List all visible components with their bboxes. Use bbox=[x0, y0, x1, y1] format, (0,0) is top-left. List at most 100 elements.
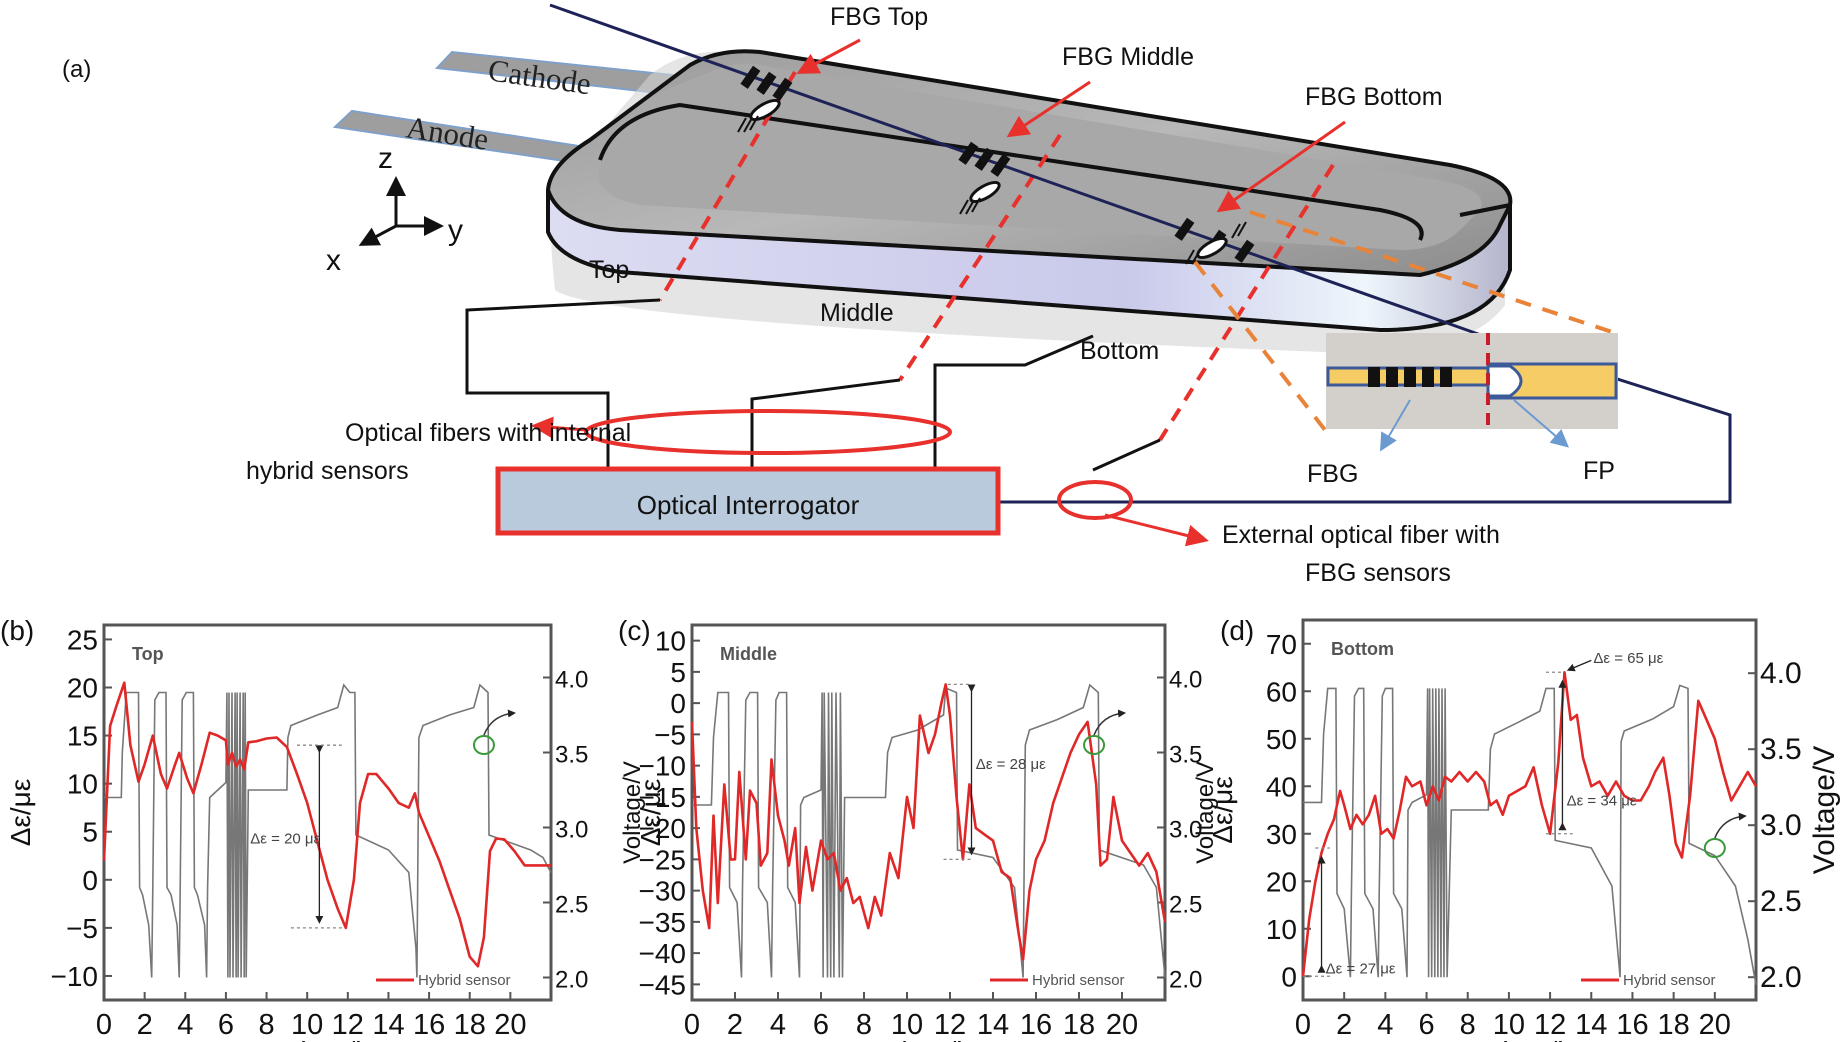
y-tick-label: 15 bbox=[67, 721, 98, 752]
y2-axis-label: Voltage/V bbox=[1808, 746, 1841, 874]
x-tick-label: 16 bbox=[413, 1009, 445, 1041]
y-tick-label: −25 bbox=[639, 844, 687, 875]
voltage-axis-marker bbox=[1703, 838, 1726, 858]
fbg-middle-callout: FBG Middle bbox=[1006, 43, 1194, 138]
annotation-text: Δε = 27 με bbox=[1326, 960, 1396, 977]
panel-a: (a) Cathode Anode bbox=[62, 3, 1732, 587]
annotation-text: Δε = 20 με bbox=[250, 830, 320, 847]
hybrid-sensors bbox=[749, 98, 1228, 260]
y-tick-label: −10 bbox=[51, 961, 99, 992]
sensor-inset: FBG FP bbox=[1307, 333, 1618, 488]
fbg-top-callout: FBG Top bbox=[796, 3, 928, 74]
panel-label-b: (b) bbox=[0, 615, 34, 646]
x-tick-label: 20 bbox=[1699, 1009, 1731, 1041]
x-axis-label: Time/h bbox=[885, 1037, 973, 1042]
annotations: Δε = 27 με Δε = 65 με Δε = 34 με bbox=[1303, 650, 1664, 977]
x-tick-label: 4 bbox=[1377, 1009, 1393, 1041]
y-tick-label: −30 bbox=[639, 876, 687, 907]
annotations: Δε = 28 με bbox=[943, 683, 1046, 861]
fbg-bottom-label: FBG Bottom bbox=[1305, 83, 1443, 111]
x-tick-label: 4 bbox=[770, 1009, 786, 1041]
y-tick-label: 40 bbox=[1266, 771, 1297, 802]
y-axis-label: Δε/με bbox=[1207, 776, 1238, 844]
chart-title: Middle bbox=[720, 644, 777, 664]
annotations: Δε = 20 με bbox=[250, 744, 344, 929]
annotation-text: Δε = 65 με bbox=[1593, 650, 1663, 667]
y-tick-label: 10 bbox=[67, 769, 98, 800]
y2-axis-label: Voltage/V bbox=[619, 761, 646, 864]
legend-label: Hybrid sensor bbox=[1032, 972, 1125, 989]
x-axis-label: x bbox=[326, 244, 341, 277]
y2-tick-label: 2.0 bbox=[1760, 961, 1802, 994]
x-tick-label: 18 bbox=[1658, 1009, 1690, 1041]
x-tick-label: 0 bbox=[96, 1009, 112, 1041]
x-tick-label: 12 bbox=[1534, 1009, 1566, 1041]
chart-c: (c)Middle02468101214161820Time/h−45−40−3… bbox=[618, 615, 1219, 1042]
internal-fiber-leads bbox=[465, 298, 1161, 472]
y2-tick-label: 4.0 bbox=[555, 667, 588, 694]
x-tick-label: 14 bbox=[977, 1009, 1009, 1041]
inset-fbg-gratings bbox=[1368, 367, 1452, 387]
y2-tick-label: 2.0 bbox=[555, 967, 588, 994]
inset-fbg-label: FBG bbox=[1307, 460, 1358, 488]
z-axis-label: z bbox=[378, 142, 393, 175]
x-tick-label: 2 bbox=[1336, 1009, 1352, 1041]
y-tick-label: −45 bbox=[639, 969, 687, 1000]
hybrid-sensor-series bbox=[102, 681, 551, 968]
interrogator-label: Optical Interrogator bbox=[637, 490, 860, 520]
voltage-axis-arrow bbox=[483, 709, 516, 736]
chart-title: Top bbox=[132, 644, 164, 664]
axis-triad bbox=[358, 176, 444, 246]
internal-fiber-bundle-marker bbox=[584, 409, 952, 455]
position-top-label: Top bbox=[589, 256, 629, 284]
x-tick-label: 10 bbox=[291, 1009, 323, 1041]
position-middle-label: Middle bbox=[820, 299, 894, 327]
internal-fibers-label-1: Optical fibers with internal bbox=[345, 419, 631, 447]
y-axis-label: Δε/με bbox=[635, 779, 666, 847]
y-tick-label: 10 bbox=[655, 626, 686, 657]
voltage-axis-marker bbox=[472, 735, 495, 755]
hybrid-sensor-series bbox=[1301, 670, 1758, 977]
x-tick-label: 0 bbox=[1295, 1009, 1311, 1041]
external-fiber-label-2: FBG sensors bbox=[1305, 559, 1451, 587]
x-tick-label: 18 bbox=[454, 1009, 486, 1041]
x-tick-label: 6 bbox=[218, 1009, 234, 1041]
annotation-text: Δε = 34 με bbox=[1567, 792, 1637, 809]
y2-tick-label: 3.0 bbox=[555, 817, 588, 844]
x-tick-label: 14 bbox=[1575, 1009, 1607, 1041]
panel-label-a: (a) bbox=[62, 56, 91, 83]
y-tick-label: −40 bbox=[639, 938, 687, 969]
x-tick-label: 8 bbox=[1460, 1009, 1476, 1041]
plot-frame bbox=[690, 623, 1167, 1002]
y-tick-label: 0 bbox=[82, 865, 98, 896]
hybrid-sensor-hatching bbox=[737, 115, 1247, 265]
y-tick-label: 60 bbox=[1266, 676, 1297, 707]
x-tick-label: 12 bbox=[934, 1009, 966, 1041]
y2-tick-label: 2.5 bbox=[1760, 885, 1802, 918]
x-tick-label: 6 bbox=[1418, 1009, 1434, 1041]
x-tick-label: 10 bbox=[891, 1009, 923, 1041]
voltage-axis-marker bbox=[1083, 735, 1106, 755]
y-tick-label: 0 bbox=[1281, 961, 1297, 992]
legend-label: Hybrid sensor bbox=[418, 972, 511, 989]
external-fiber-arrow bbox=[1104, 513, 1209, 547]
y-tick-label: 70 bbox=[1266, 629, 1297, 660]
y2-tick-label: 3.0 bbox=[1169, 817, 1202, 844]
y2-tick-label: 2.0 bbox=[1169, 967, 1202, 994]
y2-tick-label: 3.5 bbox=[555, 742, 588, 769]
voltage-axis-arrow bbox=[1093, 709, 1127, 736]
x-tick-label: 16 bbox=[1616, 1009, 1648, 1041]
x-tick-label: 0 bbox=[684, 1009, 700, 1041]
y-tick-label: −15 bbox=[639, 782, 687, 813]
legend-label: Hybrid sensor bbox=[1623, 972, 1716, 989]
plot-frame bbox=[102, 623, 553, 1002]
inset-fp-label: FP bbox=[1583, 457, 1615, 485]
x-tick-label: 12 bbox=[332, 1009, 364, 1041]
y-tick-label: 5 bbox=[670, 657, 686, 688]
annotation-text: Δε = 28 με bbox=[976, 756, 1046, 773]
y-tick-label: 0 bbox=[670, 688, 686, 719]
fbg-markers bbox=[740, 65, 1255, 263]
y-tick-label: 30 bbox=[1266, 819, 1297, 850]
y2-tick-label: 2.5 bbox=[555, 892, 588, 919]
chart-b: (b)Top02468101214161820Time/h−10−5051015… bbox=[0, 615, 646, 1042]
